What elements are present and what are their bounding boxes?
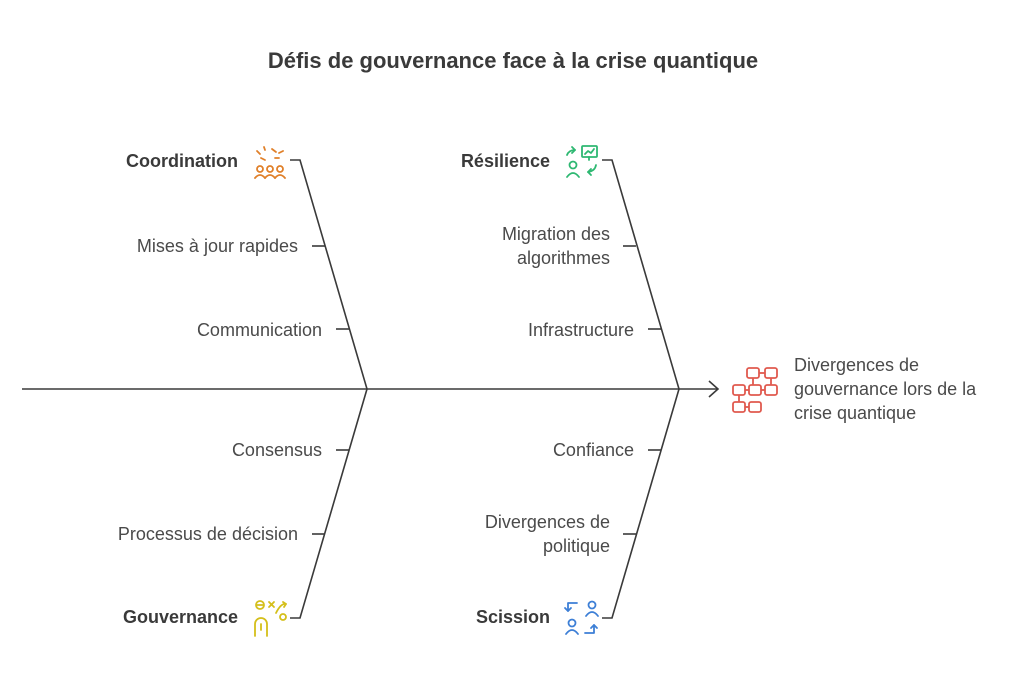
spine-arrowhead [708,380,720,398]
cause-confiance: Confiance [552,440,634,460]
cause-consensus: Consensus [231,440,322,460]
team-spark-icon [254,146,286,179]
category-scission: Scission [475,607,550,627]
cause-infrastructure: Infrastructure [527,320,634,340]
category-coordination: Coordination [126,151,238,171]
network-blocks-icon [732,367,778,413]
bone-scission [602,388,680,619]
monitor-refresh-icon [566,145,598,178]
cause-mises-a-jour-rapides: Mises à jour rapides [136,236,298,256]
cause-divergences-de-politique: Divergences de politique [484,512,610,556]
bone-coordination [290,159,368,390]
category-gouvernance: Gouvernance [122,607,238,627]
category-resilience: Résilience [460,151,550,171]
bone-gouvernance [290,388,368,619]
effect-label: Divergences de gouvernance lors de la cr… [794,355,977,423]
cause-migration-des-algorithmes: Migration des algorithmes [501,224,610,268]
users-swap-icon [564,600,599,635]
strategy-person-icon [254,600,287,637]
bone-resilience [602,159,680,390]
cause-processus-de-decision: Processus de décision [117,524,298,544]
cause-communication: Communication [196,320,322,340]
diagram-title: Défis de gouvernance face à la crise qua… [267,48,759,73]
